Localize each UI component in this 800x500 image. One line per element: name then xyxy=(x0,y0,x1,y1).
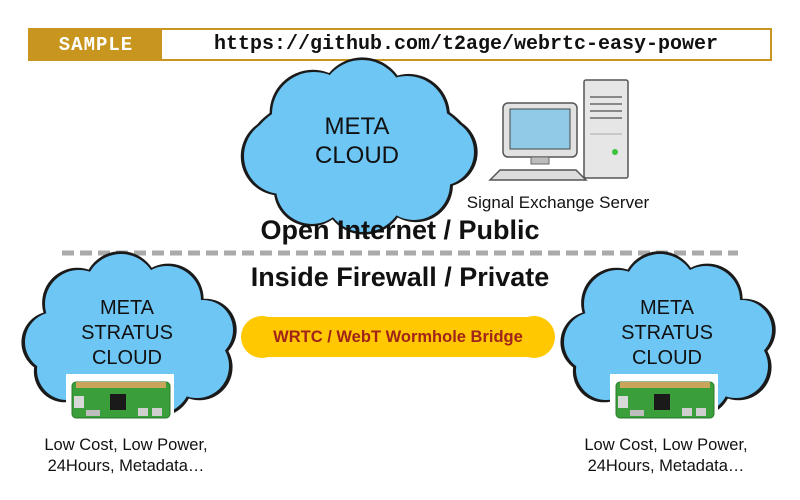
caption-right-line1: Low Cost, Low Power, xyxy=(584,436,748,454)
stratus-right-line3: CLOUD xyxy=(631,347,702,369)
stratus-left-label: META STRATUS CLOUD xyxy=(72,296,182,371)
sample-label: SAMPLE xyxy=(30,30,162,59)
private-zone-title: Inside Firewall / Private xyxy=(250,262,550,292)
caption-right-line2: 24Hours, Metadata… xyxy=(587,457,745,475)
stratus-left-line3: CLOUD xyxy=(91,347,162,369)
caption-left: Low Cost, Low Power, 24Hours, Metadata… xyxy=(16,435,236,477)
raspberry-pi-zero-icon xyxy=(65,373,175,421)
stratus-right-label: META STRATUS CLOUD xyxy=(612,296,722,371)
caption-left-line2: 24Hours, Metadata… xyxy=(47,457,205,475)
sample-banner: SAMPLE https://github.com/t2age/webrtc-e… xyxy=(28,28,772,61)
wormhole-bridge xyxy=(241,316,555,358)
stratus-right-line1: META xyxy=(639,297,695,319)
raspberry-pi-zero-icon xyxy=(609,373,719,421)
stratus-left-line1: META xyxy=(99,297,155,319)
server-label: Signal Exchange Server xyxy=(466,193,650,212)
computer-icon xyxy=(488,102,588,181)
caption-right: Low Cost, Low Power, 24Hours, Metadata… xyxy=(556,435,776,477)
repository-url[interactable]: https://github.com/t2age/webrtc-easy-pow… xyxy=(213,33,719,56)
stratus-right-line2: STRATUS xyxy=(621,322,713,344)
stratus-left-line2: STRATUS xyxy=(81,322,173,344)
bridge-label: WRTC / WebT Wormhole Bridge xyxy=(273,328,523,346)
server-tower-icon xyxy=(583,79,629,179)
meta-cloud-line1: META xyxy=(324,113,390,140)
public-zone-title: Open Internet / Public xyxy=(260,215,540,245)
meta-cloud-label: META CLOUD xyxy=(292,112,422,170)
caption-left-line1: Low Cost, Low Power, xyxy=(44,436,208,454)
meta-cloud-line2: CLOUD xyxy=(314,142,399,169)
